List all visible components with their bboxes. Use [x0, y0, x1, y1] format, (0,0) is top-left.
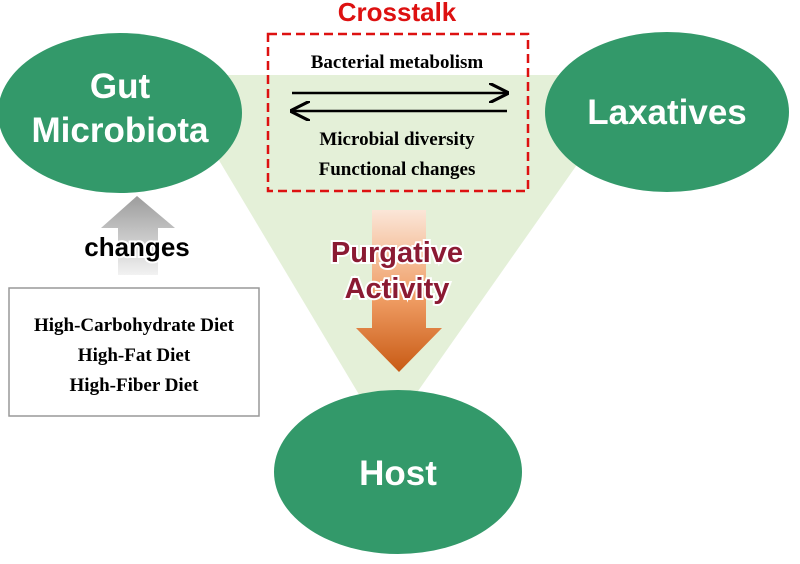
bacterial-metabolism-label: Bacterial metabolism — [311, 52, 484, 73]
changes-arrow — [101, 196, 175, 275]
purgative-label-line1: Purgative — [331, 237, 463, 269]
purgative-label-line2: Activity — [345, 273, 450, 305]
laxatives-label: Laxatives — [587, 93, 747, 132]
laxatives-node — [545, 32, 789, 192]
diet-item-high-fiber: High-Fiber Diet — [70, 375, 200, 396]
host-label: Host — [359, 454, 437, 493]
gut-microbiota-label-line1: Gut — [90, 67, 151, 106]
purgative-arrow — [356, 210, 442, 372]
diet-item-high-fat: High-Fat Diet — [78, 345, 191, 366]
diet-item-high-carbohydrate: High-Carbohydrate Diet — [34, 315, 235, 336]
changes-label: changes — [84, 232, 190, 262]
microbial-diversity-label: Microbial diversity — [319, 129, 475, 150]
diet-box — [8, 287, 260, 417]
crosstalk-title: Crosstalk — [338, 0, 457, 27]
gut-microbiota-label-line2: Microbiota — [32, 111, 209, 150]
gut-microbiota-node — [0, 33, 242, 193]
crosstalk-box — [266, 32, 530, 193]
host-node — [274, 390, 522, 554]
functional-changes-label: Functional changes — [319, 159, 476, 180]
